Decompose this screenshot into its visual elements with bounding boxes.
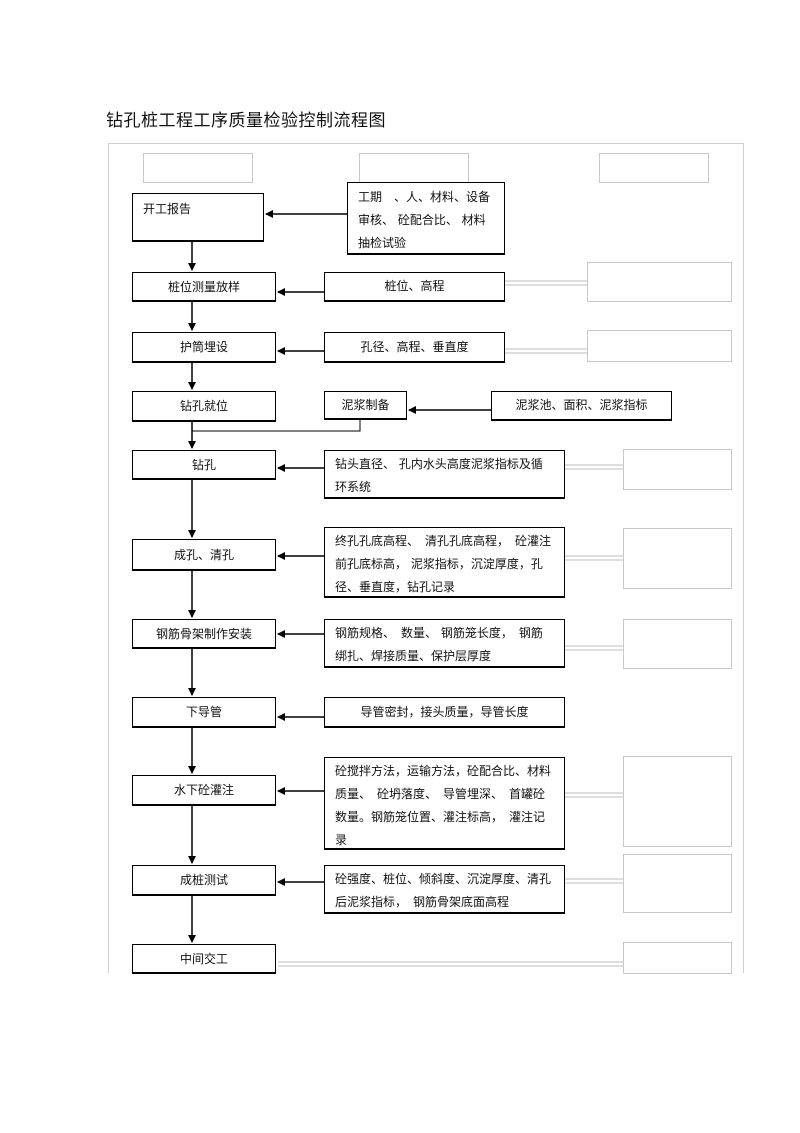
slurry-connector [192, 420, 361, 432]
diagram-frame [108, 143, 744, 973]
step-handover: 中间交工 [132, 944, 276, 974]
step-pile-test: 成桩测试 [132, 865, 276, 896]
check-hole-cleaning: 终孔孔底高程、 清孔孔底高程， 砼灌注前孔底标高， 泥浆指标，沉淀厚度，孔径、垂… [324, 527, 565, 598]
step-start-report: 开工报告 [132, 193, 264, 242]
slurry-preparation: 泥浆制备 [324, 391, 407, 420]
slurry-source: 泥浆池、面积、泥浆指标 [491, 391, 672, 421]
check-underwater-concrete: 砼搅拌方法，运输方法，砼配合比、材料质量、 砼坍落度、 导管埋深、 首罐砼数量。… [324, 757, 565, 850]
check-rebar-cage: 钢筋规格、 数量、 钢筋笼长度， 钢筋绑扎、焊接质量、保护层厚度 [324, 619, 565, 668]
record-box-5 [623, 619, 732, 669]
record-box-3 [623, 449, 732, 490]
page-title: 钻孔桩工程工序质量检验控制流程图 [106, 111, 386, 131]
record-box-6 [623, 756, 732, 847]
check-drilling: 钻头直径、 孔内水头高度泥浆指标及循环系统 [324, 450, 565, 499]
header-box-3 [599, 153, 709, 183]
step-hole-cleaning: 成孔、清孔 [132, 539, 276, 571]
record-box-4 [623, 528, 732, 589]
record-box-2 [587, 330, 732, 362]
step-casing: 护筒埋设 [132, 332, 276, 363]
header-box-1 [143, 153, 253, 183]
record-box-7 [623, 854, 732, 913]
step-tremie: 下导管 [132, 697, 276, 728]
step-drilling: 钻孔 [132, 450, 276, 480]
record-box-1 [587, 262, 732, 302]
check-start-report: 工期 、人、材料、设备审核、 砼配合比、 材料抽检试验 [347, 182, 505, 255]
record-box-8 [623, 942, 732, 974]
step-pile-survey: 桩位测量放样 [132, 272, 276, 302]
step-underwater-concrete: 水下砼灌注 [132, 775, 276, 806]
step-rebar-cage: 钢筋骨架制作安装 [132, 619, 276, 649]
check-casing: 孔径、高程、垂直度 [324, 332, 505, 363]
check-pile-survey: 桩位、高程 [324, 272, 505, 302]
check-tremie: 导管密封，接头质量，导管长度 [324, 697, 565, 728]
check-pile-test: 砼强度、桩位、倾斜度、沉淀厚度、清孔后泥浆指标， 钢筋骨架底面高程 [324, 865, 565, 914]
step-drill-position: 钻孔就位 [132, 391, 276, 422]
